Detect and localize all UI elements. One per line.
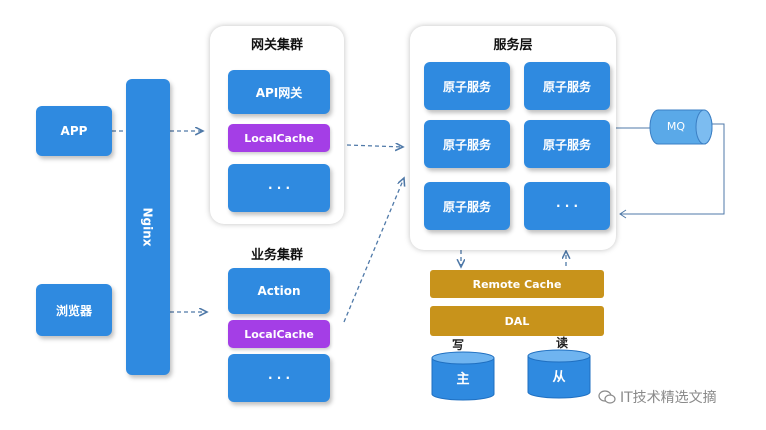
dal-label: DAL (504, 314, 530, 328)
atomic-service-label: 原子服务 (542, 137, 591, 152)
watermark-text: IT技术精选文摘 (620, 390, 717, 406)
nginx-label: Nginx (141, 207, 155, 247)
business-localcache-label: LocalCache (244, 327, 314, 341)
remote-cache-bar: Remote Cache (430, 270, 604, 298)
remote-cache-label: Remote Cache (472, 277, 562, 291)
mq-to-service-arrowhead (619, 209, 627, 219)
browser-label: 浏览器 (55, 303, 92, 318)
master-db-label: 主 (456, 372, 470, 387)
atomic-service-1: 原子服务 (424, 62, 510, 110)
business-localcache-node: LocalCache (228, 320, 330, 348)
business-more-label: · · · (267, 371, 291, 385)
watermark: IT技术精选文摘 (598, 386, 717, 408)
slave-db-label: 从 (552, 370, 566, 385)
gateway-more-label: · · · (267, 181, 291, 195)
mq-label: MQ (666, 119, 686, 133)
gateway-more-node: · · · (228, 164, 330, 212)
atomic-service-label: 原子服务 (442, 137, 491, 152)
master-db-icon (431, 351, 495, 401)
action-node: Action (228, 268, 330, 314)
gateway-localcache-label: LocalCache (244, 131, 314, 145)
atomic-service-5: 原子服务 (424, 182, 510, 230)
app-node: APP (36, 106, 112, 156)
atomic-service-2: 原子服务 (524, 62, 610, 110)
atomic-service-label: 原子服务 (442, 79, 491, 94)
write-label: 写 (452, 338, 465, 352)
api-gateway-label: API网关 (255, 85, 303, 100)
atomic-service-4: 原子服务 (524, 120, 610, 168)
atomic-service-label: 原子服务 (442, 199, 491, 214)
browser-node: 浏览器 (36, 284, 112, 336)
service-layer-panel: 服务层 原子服务 原子服务 原子服务 原子服务 原子服务 · · · (410, 26, 616, 250)
service-layer-title: 服务层 (493, 38, 533, 53)
gateway-localcache-node: LocalCache (228, 124, 330, 152)
slave-db-icon (527, 349, 591, 399)
gateway-cluster-panel: 网关集群 API网关 LocalCache · · · (210, 26, 344, 224)
gateway-cluster-title: 网关集群 (250, 38, 303, 53)
read-label: 读 (556, 336, 569, 350)
gateway-to-service-arrow (346, 145, 403, 147)
service-more-label: · · · (555, 199, 579, 213)
atomic-service-3: 原子服务 (424, 120, 510, 168)
atomic-service-label: 原子服务 (542, 79, 591, 94)
service-more-node: · · · (524, 182, 610, 230)
dal-bar: DAL (430, 306, 604, 336)
business-more-node: · · · (228, 354, 330, 402)
app-label: APP (60, 124, 88, 138)
business-cluster-title: 业务集群 (250, 248, 303, 263)
api-gateway-node: API网关 (228, 70, 330, 114)
nginx-node: Nginx (126, 79, 170, 375)
action-label: Action (257, 284, 301, 298)
mq-node (649, 109, 713, 145)
business-to-service-arrow (343, 178, 404, 323)
mq-to-service-line (620, 123, 725, 215)
wechat-icon (598, 390, 616, 404)
